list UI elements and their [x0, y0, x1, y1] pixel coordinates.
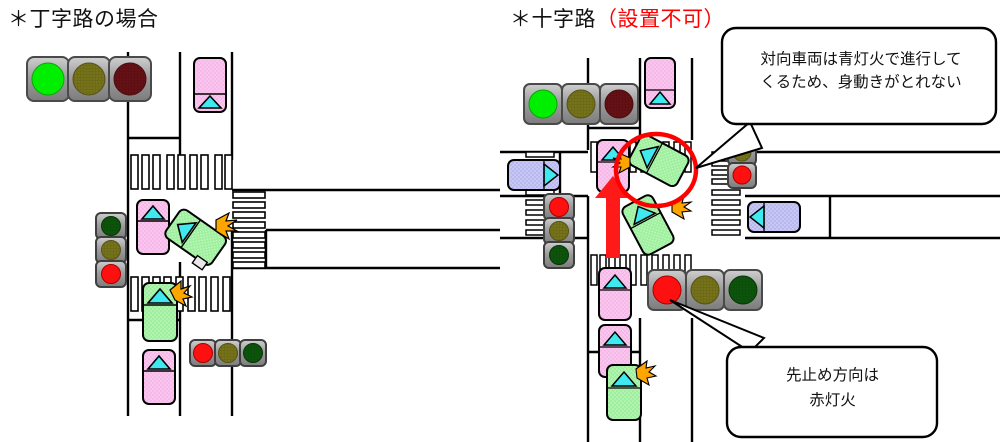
vehicle-green-turning[interactable] — [160, 207, 229, 272]
vehicle-green-queue-3[interactable] — [606, 364, 642, 421]
lamp-green-lit — [528, 89, 558, 119]
callout-oncoming-line-1: 対向車両は青灯火で進行して — [760, 51, 962, 68]
lamp-red-unlit — [604, 89, 634, 119]
callout-oncoming-text: 対向車両は青灯火で進行して くるため、身動きがとれない — [728, 48, 994, 94]
right-diagram-panel: ＊十字路（設置不可） — [500, 0, 1000, 442]
left-road-network — [126, 52, 500, 416]
vehicle-pink-queue-bottom[interactable] — [142, 349, 176, 405]
crosswalk-north — [130, 154, 233, 190]
lamp-red-unlit — [113, 62, 147, 96]
signal-south-horizontal[interactable] — [189, 339, 267, 367]
vehicle-pink-northbound-top[interactable] — [193, 57, 227, 113]
vehicle-lavender-westbound[interactable] — [507, 159, 561, 191]
crosswalk-east — [232, 191, 266, 269]
collision-burst-crosswalk — [169, 279, 194, 308]
left-diagram-panel: ＊丁字路の場合 — [8, 8, 500, 416]
vehicle-lavender-eastbound[interactable] — [747, 201, 801, 233]
callout-stop-line-2: 赤灯火 — [809, 392, 856, 409]
lamp-yellow-unlit — [566, 89, 596, 119]
vehicle-green-in-intersection[interactable] — [627, 133, 691, 188]
vehicle-pink-north-lane[interactable] — [644, 57, 676, 109]
callout-stop-text: 先止め方向は 赤灯火 — [730, 363, 935, 413]
lamp-red-lit — [101, 264, 121, 284]
red-highlight-circle — [613, 131, 699, 209]
right-title-main: ＊十字路 — [510, 8, 596, 31]
collision-burst-queue — [635, 359, 658, 387]
vehicle-pink-queue-1[interactable] — [598, 267, 632, 321]
lamp-yellow-unlit — [690, 275, 720, 305]
lamp-yellow-unlit — [72, 62, 106, 96]
red-direction-arrow — [595, 176, 631, 258]
callout-leader-lines — [669, 120, 766, 354]
lamp-yellow-unlit — [549, 221, 569, 241]
lamp-red-lit — [193, 343, 213, 363]
leader-upper-a — [695, 120, 764, 169]
signal-south-horizontal[interactable] — [647, 269, 763, 311]
signal-west-vertical[interactable] — [95, 212, 127, 288]
vehicle-pink-northbound-mid[interactable] — [136, 199, 170, 255]
lamp-green-unlit — [101, 216, 121, 236]
callout-oncoming-line-2: くるため、身動きがとれない — [760, 74, 962, 91]
right-panel-title: ＊十字路（設置不可） — [510, 3, 725, 33]
lamp-green-unlit — [243, 343, 263, 363]
left-diagram-canvas — [26, 52, 500, 416]
lamp-green-lit — [31, 62, 65, 96]
lamp-yellow-unlit — [218, 343, 238, 363]
right-diagram-canvas — [500, 57, 1000, 442]
lamp-red-lit — [549, 197, 569, 217]
callout-stop-direction — [725, 345, 939, 439]
right-title-note: （設置不可） — [596, 8, 725, 31]
lamp-red-lit — [732, 165, 752, 185]
lamp-green-unlit — [728, 275, 758, 305]
callout-stop-line-1: 先止め方向は — [785, 367, 879, 384]
lamp-red-lit — [652, 275, 682, 305]
lamp-green-unlit — [549, 245, 569, 265]
left-panel-title: ＊丁字路の場合 — [8, 8, 159, 31]
lamp-yellow-unlit — [101, 240, 121, 260]
collision-burst-turning — [215, 211, 240, 241]
vehicle-green-crosswalk[interactable] — [142, 282, 178, 342]
signal-north-horizontal[interactable] — [26, 56, 152, 102]
callout-oncoming-vehicles — [720, 26, 998, 126]
signal-west-vertical[interactable] — [543, 193, 575, 269]
signal-north-horizontal[interactable] — [523, 83, 639, 125]
side-mirror — [191, 254, 209, 271]
leader-lower — [669, 299, 766, 354]
